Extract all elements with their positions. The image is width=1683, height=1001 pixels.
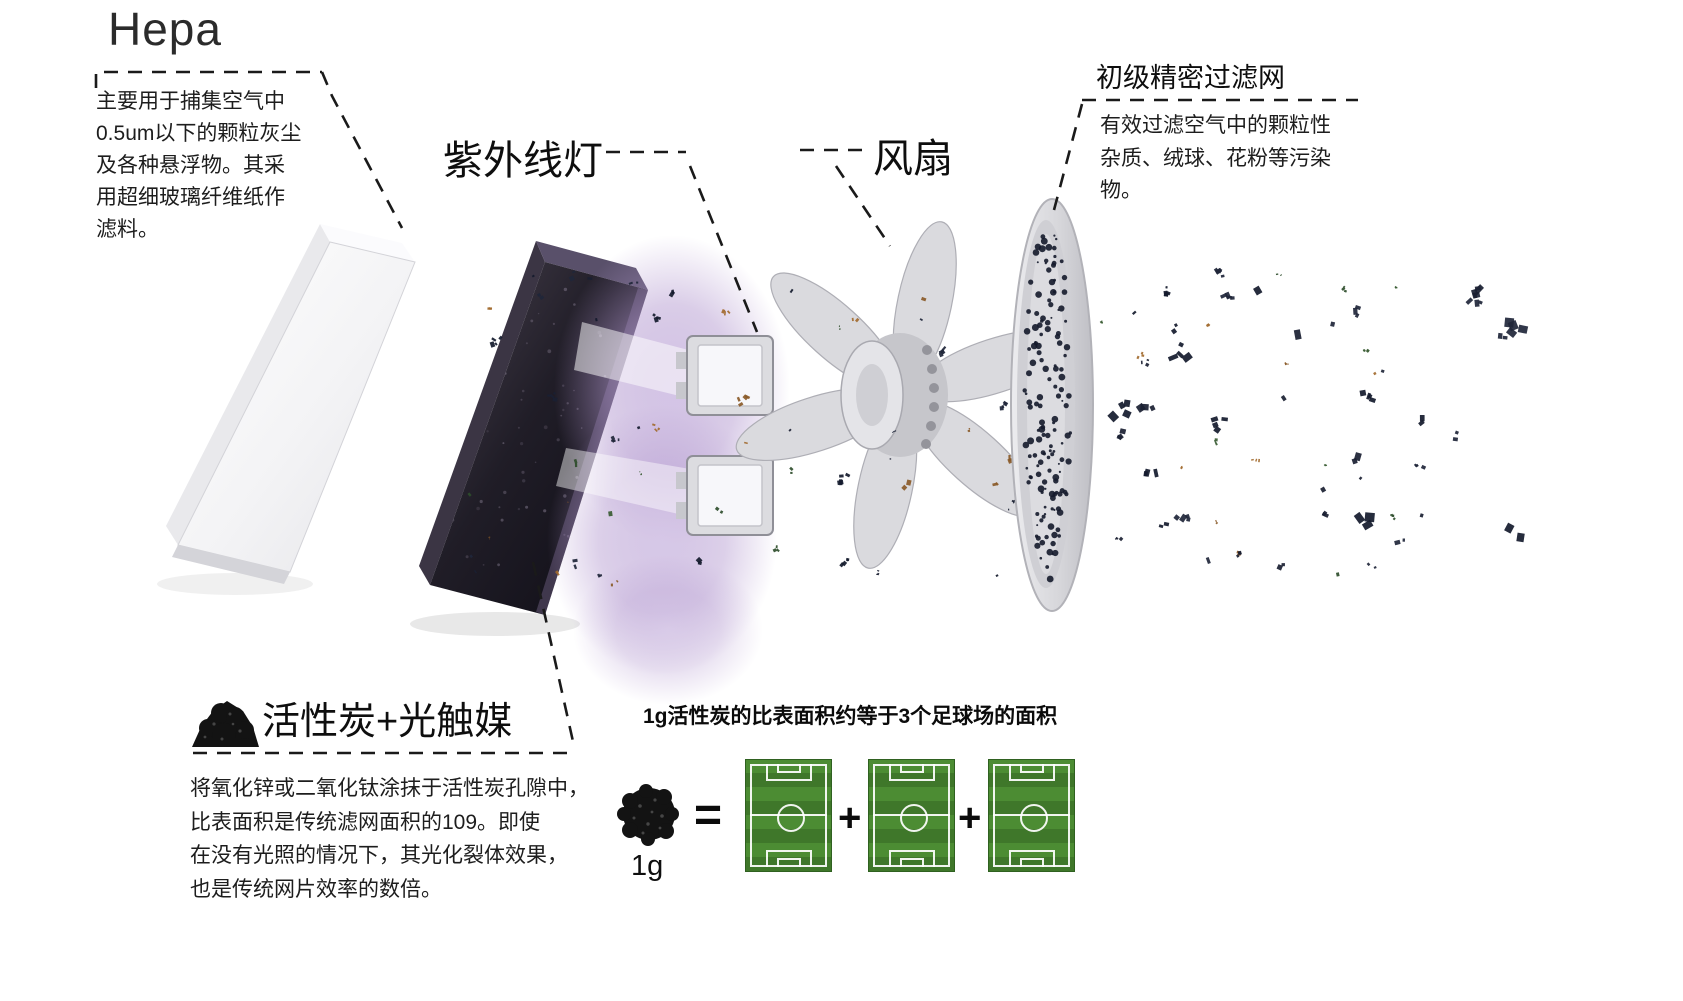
plus-sign: + <box>838 796 862 840</box>
fan-label: 风扇 <box>873 137 953 181</box>
uv-lamp-graphic <box>676 335 774 536</box>
soccer-field-icon <box>868 759 955 872</box>
hepa-title: Hepa <box>108 3 222 55</box>
prefilter-disc-graphic <box>1010 198 1094 612</box>
field-goal-box <box>776 858 801 867</box>
field-penalty-box <box>888 850 935 867</box>
dust-particles-graphic <box>467 270 999 587</box>
prefilter-description: 有效过滤空气中的颗粒性 杂质、绒球、花粉等污染 物。 <box>1100 114 1331 203</box>
field-goal-box <box>899 764 924 773</box>
carbon-ball-icon <box>617 784 679 846</box>
plus-sign: + <box>958 796 982 840</box>
equals-sign: = <box>694 789 723 842</box>
fan-graphic <box>735 221 1075 569</box>
field-penalty-box <box>1008 764 1055 781</box>
soccer-field-icon <box>988 759 1075 872</box>
prefilter-title: 初级精密过滤网 <box>1096 63 1285 93</box>
soccer-field-icon <box>745 759 832 872</box>
field-goal-box <box>1019 858 1044 867</box>
field-penalty-box <box>1008 850 1055 867</box>
hepa-description: 主要用于捕集空气中 0.5um以下的颗粒灰尘 及各种悬浮物。其采 用超细玻璃纤维… <box>96 90 302 241</box>
field-penalty-box <box>765 850 812 867</box>
callout-lines <box>94 70 1358 755</box>
field-goal-box <box>1019 764 1044 773</box>
uv-lamp-label: 紫外线灯 <box>443 139 603 183</box>
hepa-filter-graphic <box>166 224 416 584</box>
carbon-title: 活性炭+光触媒 <box>262 701 513 743</box>
one-gram-label: 1g <box>631 850 664 882</box>
carbon-pile-icon <box>192 701 259 747</box>
field-penalty-box <box>765 764 812 781</box>
dust-particles-graphic <box>1099 267 1529 577</box>
field-goal-box <box>776 764 801 773</box>
carbon-description: 将氧化锌或二氧化钛涂抹于活性炭孔隙中， 比表面积是传统滤网面积的109。即使 在… <box>190 777 589 901</box>
carbon-surface-area-fact: 1g活性炭的比表面积约等于3个足球场的面积 <box>643 705 1058 728</box>
field-center-circle <box>776 803 805 832</box>
field-penalty-box <box>888 764 935 781</box>
field-center-circle <box>1019 803 1048 832</box>
field-center-circle <box>899 803 928 832</box>
field-goal-box <box>899 858 924 867</box>
